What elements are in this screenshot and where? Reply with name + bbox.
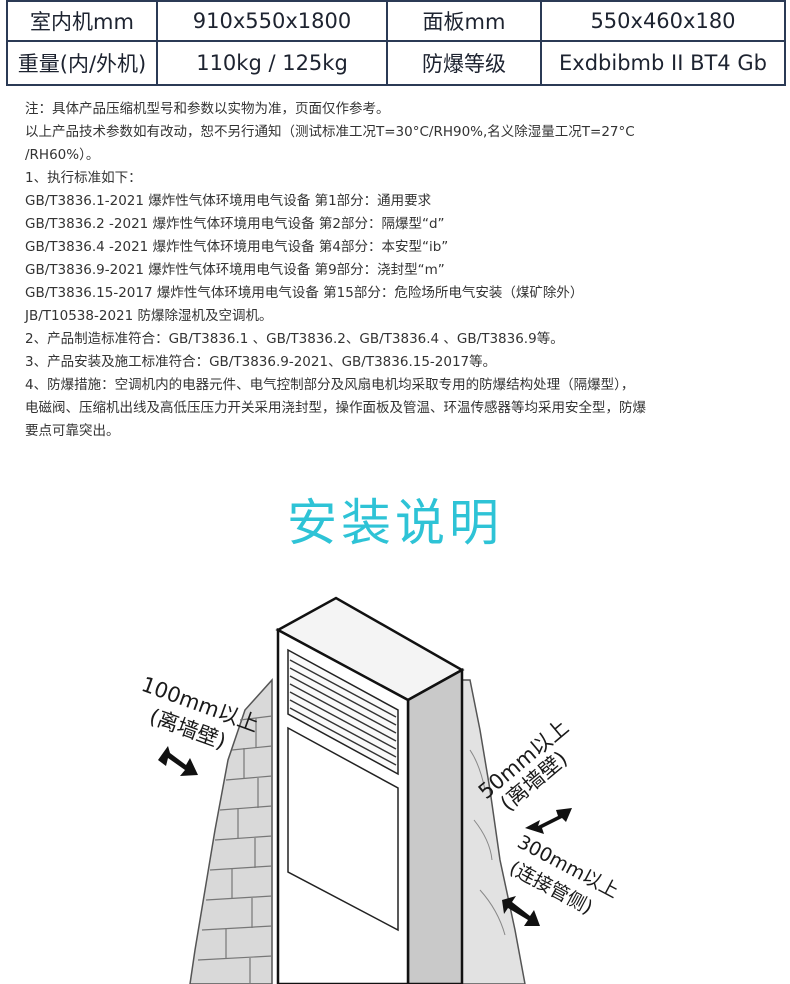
- spec-row-weight: 重量(内/外机) 110kg / 125kg 防爆等级 Exdbibmb II …: [6, 40, 786, 86]
- spec-value-panel: 550x460x180: [540, 0, 786, 42]
- note-line: GB/T3836.4 -2021 爆炸性气体环境用电气设备 第4部分：本安型“i…: [25, 239, 449, 255]
- left-clearance-arrow: [158, 746, 198, 776]
- note-line: 2、产品制造标准符合：GB/T3836.1 、GB/T3836.2、GB/T38…: [25, 331, 564, 347]
- install-title: 安装说明: [287, 494, 503, 552]
- spec-value-explosion-rating: Exdbibmb II BT4 Gb: [540, 40, 786, 86]
- note-line: 要点可靠突出。: [25, 423, 120, 439]
- spec-label-weight: 重量(内/外机): [6, 40, 158, 86]
- note-line: 3、产品安装及施工标准符合：GB/T3836.9-2021、GB/T3836.1…: [25, 354, 497, 370]
- right-wall: [461, 679, 526, 984]
- left-wall: [189, 678, 273, 984]
- note-line: 注：具体产品压缩机型号和参数以实物为准，页面仅作参考。: [25, 101, 390, 117]
- notes-block: 注：具体产品压缩机型号和参数以实物为准，页面仅作参考。 以上产品技术参数如有改动…: [25, 98, 775, 443]
- spec-value-weight: 110kg / 125kg: [156, 40, 388, 86]
- ac-indoor-unit: [275, 596, 465, 984]
- note-line: GB/T3836.2 -2021 爆炸性气体环境用电气设备 第2部分：隔爆型“d…: [25, 216, 445, 232]
- note-line: JB/T10538-2021 防爆除湿机及空调机。: [25, 308, 273, 324]
- note-line: GB/T3836.1-2021 爆炸性气体环境用电气设备 第1部分：通用要求: [25, 193, 432, 209]
- spec-row-dimensions: 室内机mm 910x550x1800 面板mm 550x460x180: [6, 0, 786, 42]
- back-clearance-arrow: [502, 896, 540, 926]
- note-line: 4、防爆措施：空调机内的电器元件、电气控制部分及风扇电机均采取专用的防爆结构处理…: [25, 377, 635, 393]
- note-line: 1、执行标准如下：: [25, 170, 142, 186]
- note-line: GB/T3836.15-2017 爆炸性气体环境用电气设备 第15部分：危险场所…: [25, 285, 584, 301]
- spec-label-explosion-rating: 防爆等级: [386, 40, 542, 86]
- spec-label-indoor: 室内机mm: [6, 0, 158, 42]
- spec-table: 室内机mm 910x550x1800 面板mm 550x460x180 重量(内…: [6, 0, 786, 86]
- note-line: 以上产品技术参数如有改动，恕不另行通知（测试标准工况T=30°C/RH90%,名…: [25, 124, 635, 140]
- spec-value-indoor: 910x550x1800: [156, 0, 388, 42]
- right-clearance-arrow: [525, 808, 572, 834]
- note-line: /RH60%）。: [25, 147, 100, 163]
- spec-label-panel: 面板mm: [386, 0, 542, 42]
- note-line: 电磁阀、压缩机出线及高低压压力开关采用浇封型，操作面板及管温、环温传感器等均采用…: [25, 400, 646, 416]
- install-illustration: 100mm以上 (离墙壁) 50mm以上 (离墙壁) 300mm以上 (连接管侧…: [138, 596, 622, 984]
- note-line: GB/T3836.9-2021 爆炸性气体环境用电气设备 第9部分：浇封型“m”: [25, 262, 445, 278]
